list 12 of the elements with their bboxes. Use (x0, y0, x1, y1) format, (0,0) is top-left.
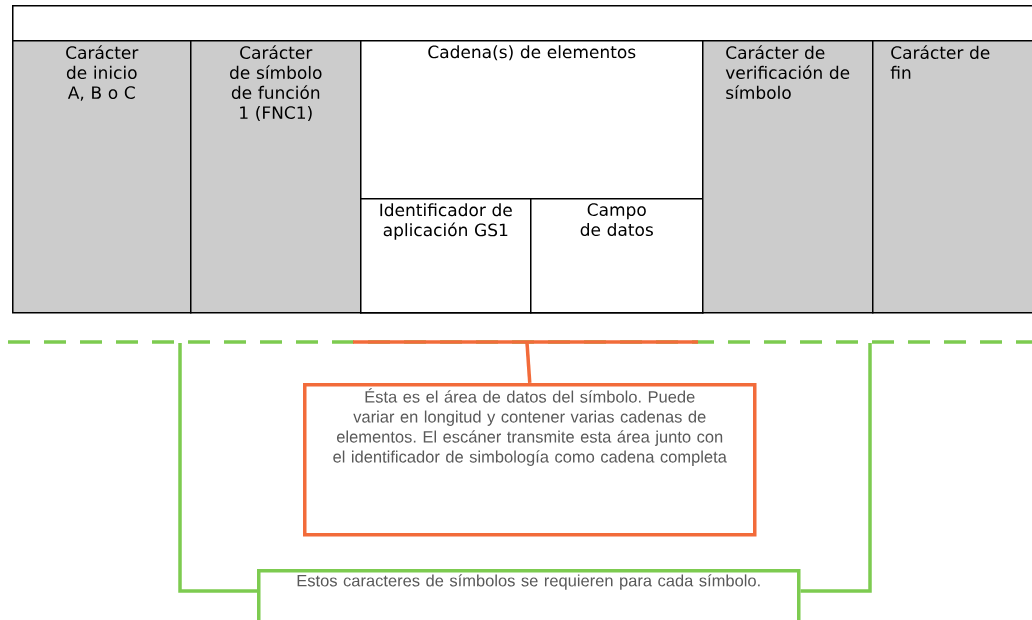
table-cell: Carácter de fin (872, 40, 1032, 314)
table-cell: Carácter de inicio A, B o C (12, 40, 192, 314)
leader-line (178, 343, 257, 593)
callout-box: Estos caracteres de símbolos se requieren para cada símbolo. (257, 569, 801, 620)
header-band (12, 5, 1032, 42)
callout-box: Ésta es el área de datos del símbolo. Puede variar en longitud y contener varias cadenas de elementos. El escáner transmite esta área junto con el identificador de simbología como cadena completa (303, 383, 757, 537)
table-cell: Campo de datos (530, 198, 704, 314)
table-cell: Identificador de aplicación GS1 (360, 198, 532, 314)
leader-line (800, 343, 872, 593)
table-cell: Carácter de verificación de símbolo (702, 40, 874, 314)
table-cell: Carácter de símbolo de función 1 (FNC1) (190, 40, 362, 314)
leader-line (525, 342, 532, 384)
